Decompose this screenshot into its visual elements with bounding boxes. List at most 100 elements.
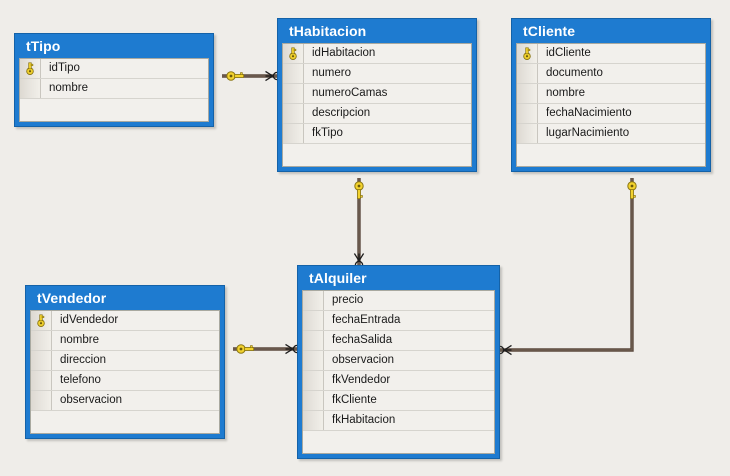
field-label: idVendedor	[60, 314, 119, 326]
entity-field-row[interactable]: idVendedor	[31, 311, 219, 331]
field-icon-cell	[303, 391, 324, 410]
field-label: fechaSalida	[332, 334, 393, 346]
entity-field-row[interactable]: numero	[283, 64, 471, 84]
field-label: observacion	[332, 354, 395, 366]
field-icon-cell	[303, 291, 324, 310]
entity-field-row[interactable]: descripcion	[283, 104, 471, 124]
entity-field-row[interactable]: nombre	[20, 79, 208, 99]
entity-field-row[interactable]: telefono	[31, 371, 219, 391]
field-key-cell	[517, 44, 538, 63]
entity-field-list: idCliente documento nombre fechaNacimiento l…	[516, 43, 706, 167]
field-label: nombre	[546, 87, 585, 99]
entity-table-thabitacion[interactable]: tHabitacion idHabitacion numero numeroCamas…	[277, 18, 477, 172]
entity-table-empty-area[interactable]	[283, 144, 471, 166]
primary-key-icon	[37, 314, 45, 327]
entity-field-row[interactable]: observacion	[303, 351, 494, 371]
field-label: numeroCamas	[312, 87, 388, 99]
field-label: fkTipo	[312, 127, 343, 139]
field-key-cell	[283, 44, 304, 63]
field-icon-cell	[31, 351, 52, 370]
field-icon-cell	[517, 84, 538, 103]
entity-table-empty-area[interactable]	[20, 99, 208, 121]
entity-field-row[interactable]: direccion	[31, 351, 219, 371]
entity-table-title: tTipo	[26, 38, 61, 54]
relationship-tcliente-talquiler	[495, 178, 637, 356]
field-label: telefono	[60, 374, 101, 386]
primary-key-icon	[523, 47, 531, 60]
entity-field-row[interactable]: fechaEntrada	[303, 311, 494, 331]
entity-field-list: idVendedor nombre direccion telefono observa…	[30, 310, 220, 434]
entity-field-row[interactable]: lugarNacimiento	[517, 124, 705, 144]
entity-field-list: idHabitacion numero numeroCamas descripcion…	[282, 43, 472, 167]
primary-key-icon	[289, 47, 297, 60]
field-label: direccion	[60, 354, 107, 366]
entity-field-row[interactable]: fkVendedor	[303, 371, 494, 391]
entity-table-ttipo[interactable]: tTipo idTipo nombre	[14, 33, 214, 127]
entity-field-row[interactable]: fechaNacimiento	[517, 104, 705, 124]
entity-field-row[interactable]: nombre	[31, 331, 219, 351]
primary-key-icon	[26, 62, 34, 75]
field-label: numero	[312, 67, 351, 79]
entity-field-row[interactable]: idTipo	[20, 59, 208, 79]
entity-field-list: precio fechaEntrada fechaSalida observacion…	[302, 290, 495, 454]
entity-field-row[interactable]: precio	[303, 291, 494, 311]
field-icon-cell	[283, 84, 304, 103]
field-icon-cell	[283, 64, 304, 83]
entity-table-title: tCliente	[523, 23, 576, 39]
field-icon-cell	[303, 311, 324, 330]
entity-table-empty-area[interactable]	[517, 144, 705, 166]
field-icon-cell	[283, 104, 304, 123]
field-icon-cell	[517, 64, 538, 83]
entity-table-tvendedor[interactable]: tVendedor idVendedor nombre direccion telefo…	[25, 285, 225, 439]
field-icon-cell	[517, 104, 538, 123]
field-icon-cell	[20, 79, 41, 98]
field-label: nombre	[49, 82, 88, 94]
field-label: fkHabitacion	[332, 414, 396, 426]
entity-table-tcliente[interactable]: tCliente idCliente documento nombre fechaNac…	[511, 18, 711, 172]
field-label: precio	[332, 294, 364, 306]
field-key-cell	[31, 311, 52, 330]
field-label: fechaEntrada	[332, 314, 401, 326]
relationship-tvendedor-talquiler	[233, 343, 302, 355]
entity-field-list: idTipo nombre	[19, 58, 209, 122]
field-icon-cell	[303, 411, 324, 430]
entity-table-title: tAlquiler	[309, 270, 367, 286]
field-key-cell	[20, 59, 41, 78]
field-label: idTipo	[49, 62, 80, 74]
relationship-ttipo-thabitacion	[222, 70, 282, 82]
field-icon-cell	[31, 371, 52, 390]
field-label: documento	[546, 67, 603, 79]
field-icon-cell	[303, 351, 324, 370]
entity-field-row[interactable]: observacion	[31, 391, 219, 411]
field-label: fkCliente	[332, 394, 377, 406]
entity-table-title: tVendedor	[37, 290, 107, 306]
field-label: nombre	[60, 334, 99, 346]
relationship-thabitacion-talquiler	[353, 178, 365, 270]
entity-field-row[interactable]: nombre	[517, 84, 705, 104]
field-icon-cell	[517, 124, 538, 143]
entity-field-row[interactable]: idHabitacion	[283, 44, 471, 64]
field-icon-cell	[283, 124, 304, 143]
field-label: idHabitacion	[312, 47, 376, 59]
entity-field-row[interactable]: fkHabitacion	[303, 411, 494, 431]
entity-field-row[interactable]: documento	[517, 64, 705, 84]
field-label: descripcion	[312, 107, 371, 119]
entity-field-row[interactable]: numeroCamas	[283, 84, 471, 104]
field-label: observacion	[60, 394, 123, 406]
field-label: fkVendedor	[332, 374, 391, 386]
entity-table-empty-area[interactable]	[303, 431, 494, 453]
entity-table-title: tHabitacion	[289, 23, 367, 39]
field-icon-cell	[303, 371, 324, 390]
entity-table-empty-area[interactable]	[31, 411, 219, 433]
entity-field-row[interactable]: fkTipo	[283, 124, 471, 144]
field-label: fechaNacimiento	[546, 107, 632, 119]
field-label: lugarNacimiento	[546, 127, 630, 139]
field-label: idCliente	[546, 47, 591, 59]
field-icon-cell	[31, 331, 52, 350]
entity-field-row[interactable]: fechaSalida	[303, 331, 494, 351]
entity-field-row[interactable]: idCliente	[517, 44, 705, 64]
entity-field-row[interactable]: fkCliente	[303, 391, 494, 411]
field-icon-cell	[31, 391, 52, 410]
entity-table-talquiler[interactable]: tAlquiler precio fechaEntrada fechaSalida ob…	[297, 265, 500, 459]
